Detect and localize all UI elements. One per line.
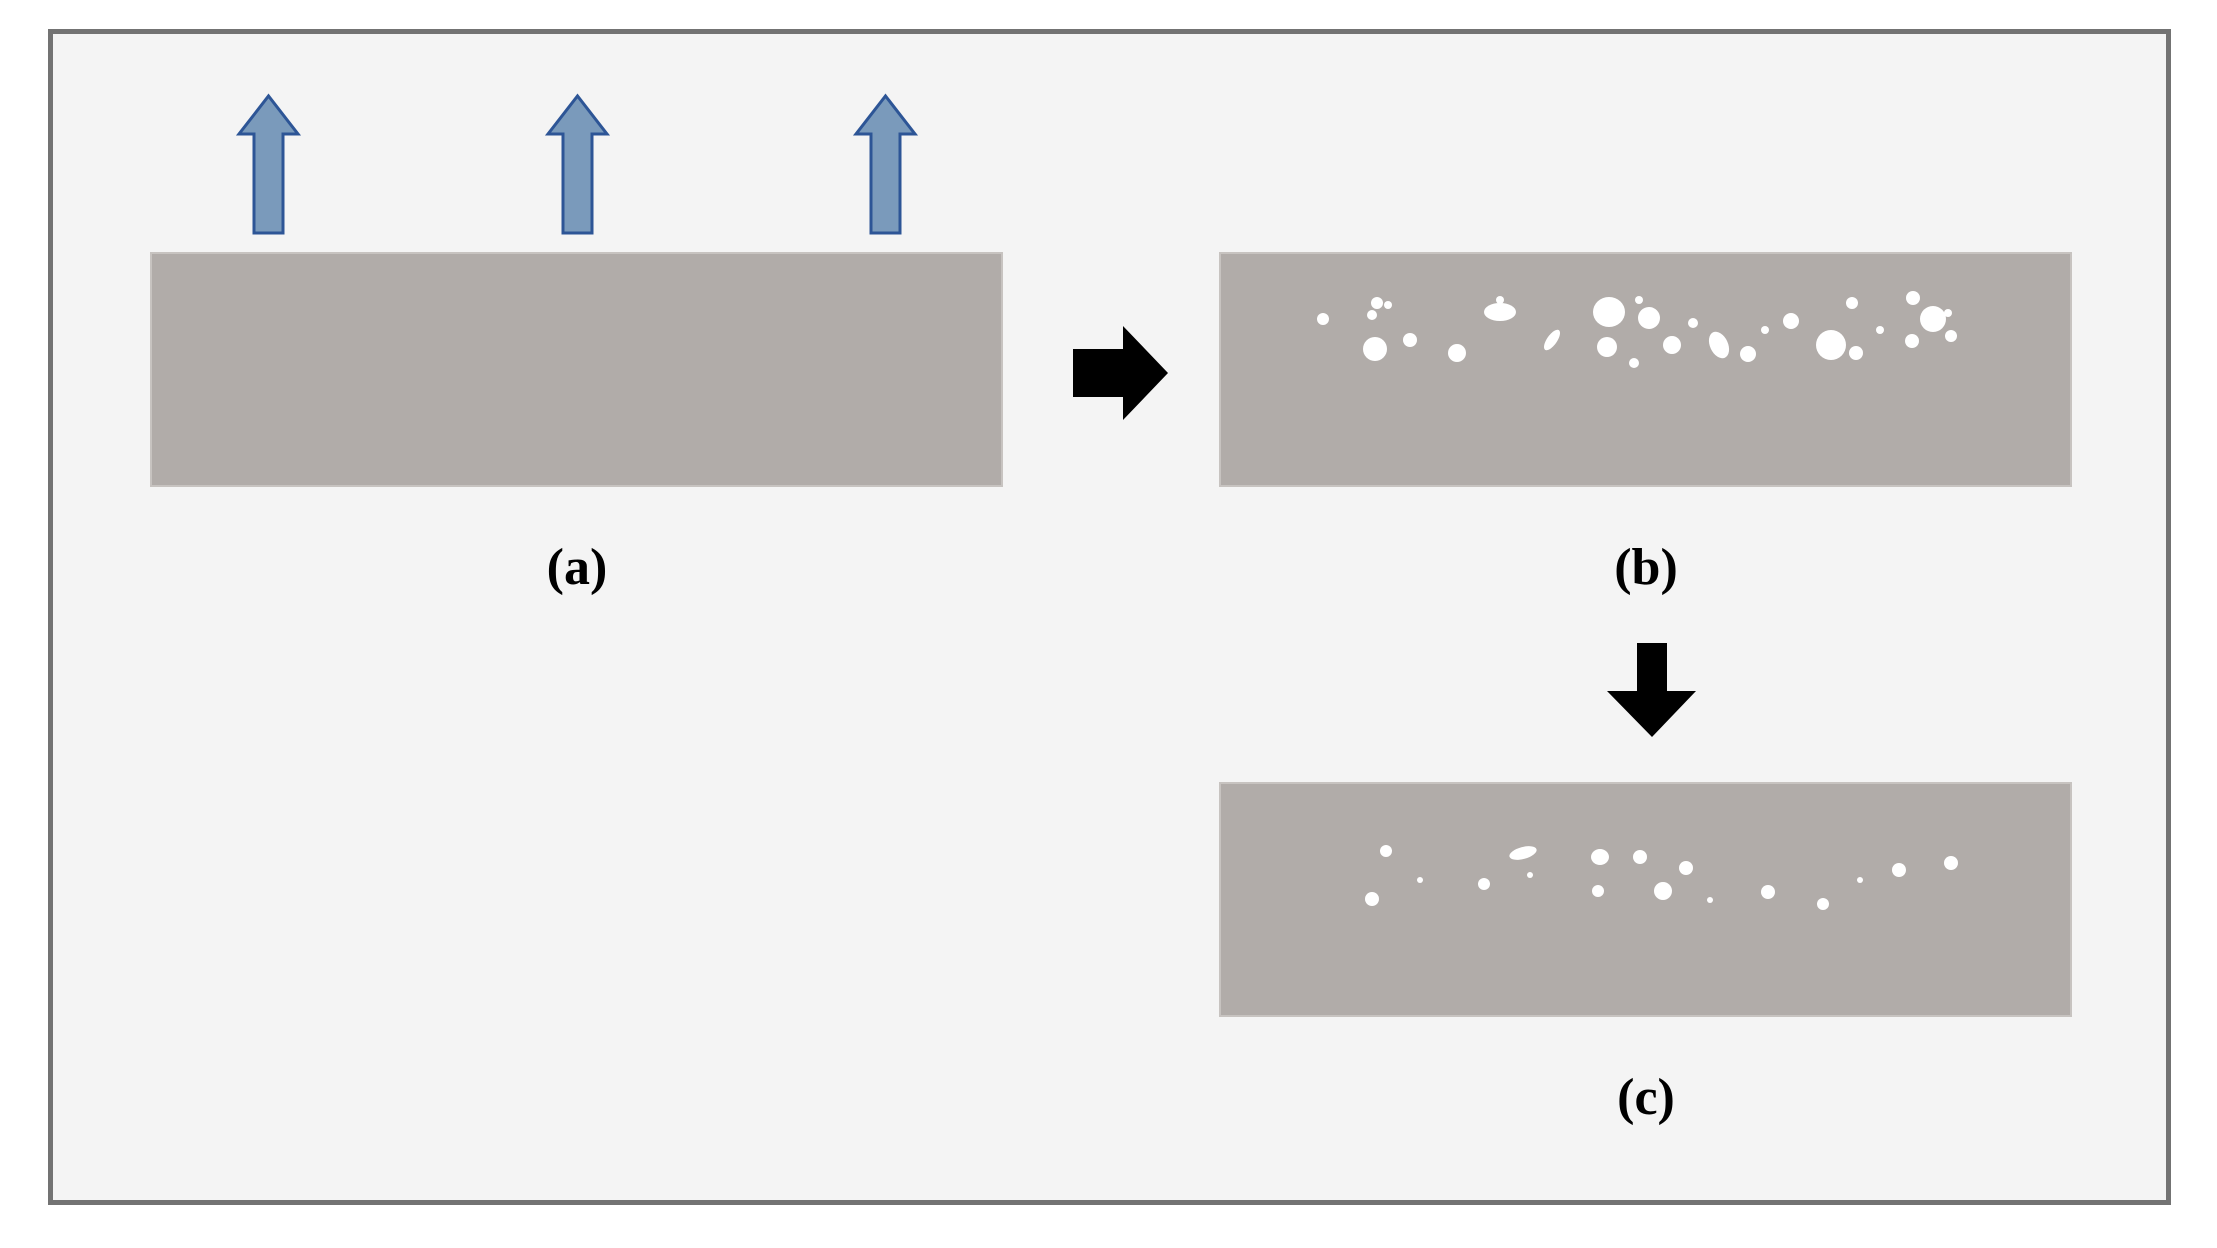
pore (1591, 849, 1609, 865)
pores-c (1365, 845, 1958, 910)
pore (1597, 337, 1617, 357)
pore (1944, 856, 1958, 870)
panel-label-c: (c) (1617, 1069, 1675, 1126)
panel-a (150, 93, 1003, 487)
pore (1633, 850, 1647, 864)
pore (1740, 346, 1756, 362)
pore (1944, 309, 1952, 317)
pore (1876, 326, 1884, 334)
pore (1817, 898, 1829, 910)
pore (1448, 344, 1466, 362)
pore (1892, 863, 1906, 877)
panel-label-a: (a) (546, 539, 608, 596)
up-arrow-icon (852, 93, 919, 235)
panel-label-b: (b) (1614, 539, 1678, 596)
pore (1783, 313, 1799, 329)
pore (1484, 303, 1516, 321)
pore (1365, 892, 1379, 906)
pore (1496, 296, 1504, 304)
pore (1371, 297, 1383, 309)
pore (1920, 306, 1946, 332)
pores-b (1317, 291, 1957, 368)
pore (1846, 297, 1858, 309)
pore (1638, 307, 1660, 329)
pore (1317, 313, 1329, 325)
pore (1857, 877, 1863, 883)
pore (1509, 846, 1537, 860)
pore (1849, 346, 1863, 360)
pore (1527, 872, 1533, 878)
pore (1403, 333, 1417, 347)
pore (1663, 336, 1681, 354)
pore (1654, 882, 1672, 900)
panel-c (1219, 782, 2072, 1017)
pore (1380, 845, 1392, 857)
pore (1367, 310, 1377, 320)
pore (1384, 301, 1392, 309)
pore (1478, 878, 1490, 890)
slab-b (1219, 252, 2072, 487)
pore (1707, 897, 1713, 903)
down-arrow-icon (1607, 643, 1696, 737)
slab-c (1219, 782, 2072, 1017)
pore (1816, 330, 1846, 360)
pore (1688, 318, 1698, 328)
pore (1629, 358, 1639, 368)
pore (1592, 885, 1604, 897)
up-arrow-icon (544, 93, 611, 235)
pore (1635, 296, 1643, 304)
pore (1945, 330, 1957, 342)
pore (1363, 337, 1387, 361)
up-arrow-icon (235, 93, 302, 235)
slab-a (150, 252, 1003, 487)
right-arrow-icon (1073, 326, 1168, 420)
pore (1761, 885, 1775, 899)
pore (1417, 877, 1423, 883)
panel-b (1219, 252, 2072, 487)
pore (1593, 297, 1625, 327)
pore (1906, 291, 1920, 305)
pore (1708, 331, 1730, 359)
pore (1543, 329, 1561, 351)
pore (1679, 861, 1693, 875)
pore (1761, 326, 1769, 334)
pore (1905, 334, 1919, 348)
